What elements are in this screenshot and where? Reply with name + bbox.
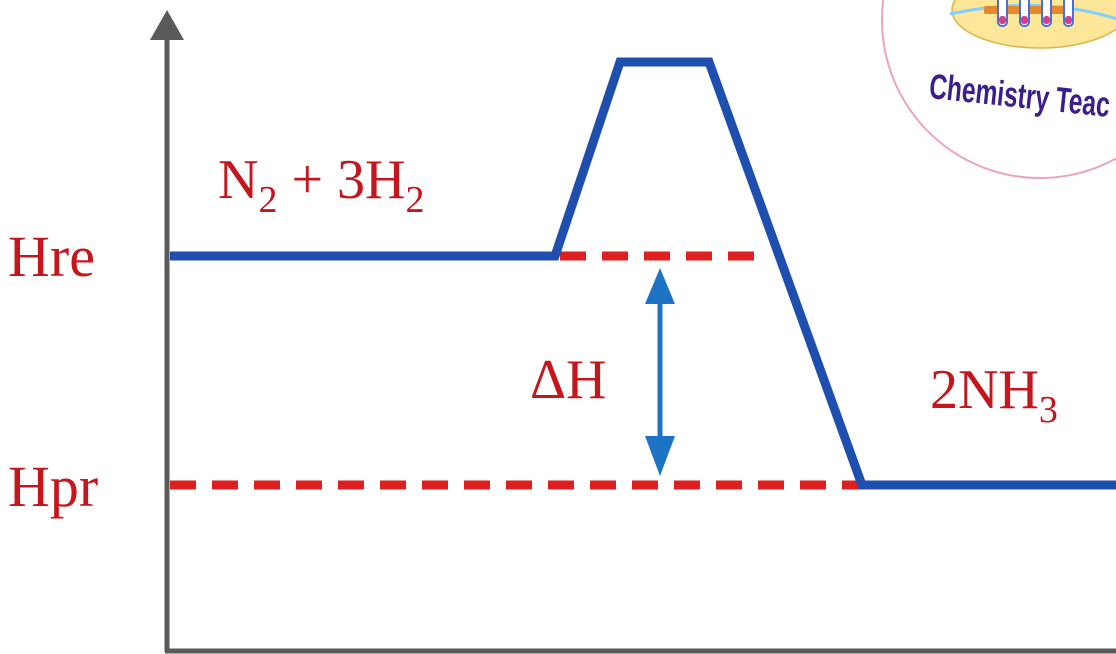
products-nh: 2NH bbox=[930, 359, 1039, 421]
product-enthalpy-label: Hpr bbox=[8, 454, 98, 519]
logo-badge: Chemistry Teac bbox=[882, 0, 1116, 178]
reactants-formula: N2 + 3H2 bbox=[218, 149, 424, 221]
reactants-h-subscript: 2 bbox=[405, 179, 424, 221]
products-formula: 2NH3 bbox=[930, 359, 1058, 431]
delta-h-double-arrow bbox=[645, 268, 675, 476]
reactants-plus-h: + 3H bbox=[277, 149, 405, 211]
reactant-enthalpy-label: Hre bbox=[8, 224, 95, 289]
reactants-n: N bbox=[218, 149, 258, 211]
y-axis bbox=[150, 10, 184, 652]
delta-h-label: ΔH bbox=[530, 349, 606, 411]
y-axis-arrowhead bbox=[150, 10, 184, 40]
products-subscript: 3 bbox=[1039, 389, 1058, 431]
reactants-n-subscript: 2 bbox=[258, 179, 277, 221]
